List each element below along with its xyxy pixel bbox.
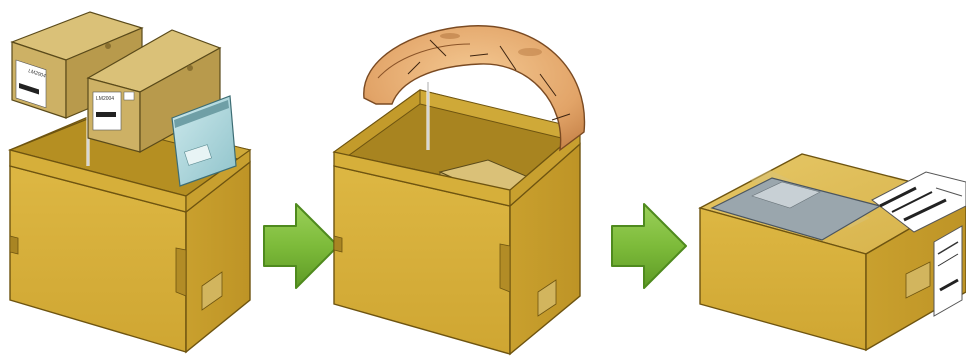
step-3-packing-list-pouch: [710, 177, 882, 241]
right-arrow-icon: [263, 203, 339, 289]
step-2-air-cushion: [363, 25, 586, 152]
step-1-document-pouch: [171, 95, 237, 187]
step-1-carton-1-label: LM2004: [27, 68, 46, 79]
step-1-carton-2-label: LM2004: [96, 96, 114, 102]
step-2-box-with-cushion: [332, 25, 586, 356]
right-arrow-icon: [611, 203, 687, 289]
step-3-sealed-box: [698, 153, 966, 352]
step-1-open-box-with-items: LM2004 LM2004: [7, 11, 252, 354]
step-1-small-carton-2: LM2004: [86, 29, 222, 154]
step-3-shipping-label: [871, 171, 966, 317]
